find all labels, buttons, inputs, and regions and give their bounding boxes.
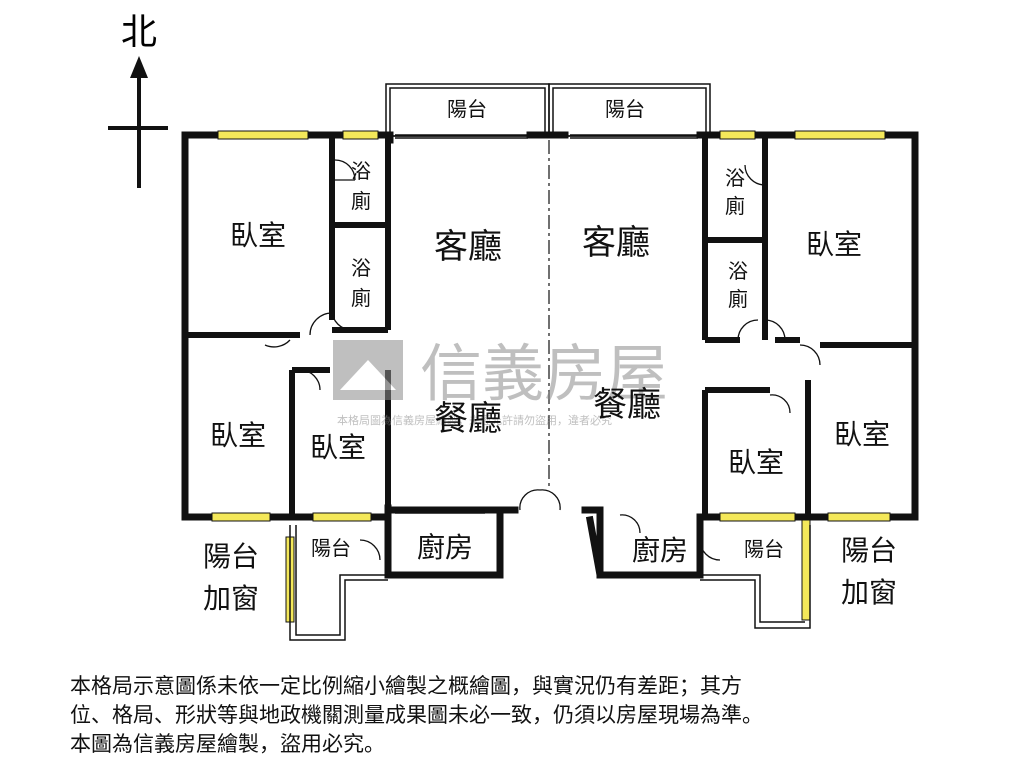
door-swings <box>264 159 821 561</box>
disclaimer-line-3: 本圖為信義房屋繪製，盜用必究。 <box>70 732 385 756</box>
balcony-window-left-line1: 陽台 <box>203 540 259 573</box>
bedroom-1-label: 臥室 <box>230 219 286 252</box>
north-arrow-icon <box>130 56 148 78</box>
bath-1-label-a: 浴 <box>351 159 371 183</box>
bedroom-6-label: 臥室 <box>728 446 784 479</box>
bath-2-label-a: 浴 <box>351 256 371 280</box>
bath-3-label-a: 浴 <box>725 166 745 190</box>
dining-right-label: 餐廳 <box>593 385 661 425</box>
balcony-top-left-label: 陽台 <box>447 97 487 121</box>
bedroom-5-label: 臥室 <box>834 418 890 451</box>
balcony-top-right-label: 陽台 <box>605 97 645 121</box>
bottom-balconies <box>289 525 811 641</box>
bedroom-3-label: 臥室 <box>310 431 366 464</box>
dining-left-label: 餐廳 <box>434 399 502 439</box>
bath-2-label-b: 廁 <box>351 286 371 310</box>
balcony-sliding-doors <box>395 134 698 514</box>
balcony-window-right-line1: 陽台 <box>841 534 897 567</box>
floor-plan: 北 <box>108 12 919 641</box>
bath-1-label-b: 廁 <box>351 189 371 213</box>
north-label: 北 <box>121 12 157 53</box>
disclaimer: 本格局示意圖係未依一定比例縮小繪製之概繪圖，與實況仍有差距；其方 位、格局、形狀… <box>70 672 970 759</box>
balcony-bottom-left-label: 陽台 <box>311 536 351 560</box>
living-left-label: 客廳 <box>434 227 502 267</box>
north-compass: 北 <box>108 12 168 188</box>
interior-walls <box>185 138 915 517</box>
balcony-window-left-line2: 加窗 <box>203 582 259 615</box>
watermark: 信義房屋 本格局圖為信義房屋繪製，未經允許請勿盜用，違者必究 <box>333 337 668 427</box>
top-balconies <box>385 83 711 137</box>
living-right-label: 客廳 <box>582 223 650 263</box>
watermark-note: 本格局圖為信義房屋繪製，未經允許請勿盜用，違者必究 <box>337 413 612 427</box>
disclaimer-line-2: 位、格局、形狀等與地政機關測量成果圖未必一致，仍須以房屋現場為準。 <box>70 703 763 727</box>
bedroom-4-label: 臥室 <box>806 228 862 261</box>
kitchen-left-label: 廚房 <box>417 531 473 564</box>
balcony-window-right-line2: 加窗 <box>841 576 897 609</box>
disclaimer-line-1: 本格局示意圖係未依一定比例縮小繪製之概繪圖，與實況仍有差距；其方 <box>70 674 742 698</box>
bath-4-label-b: 廁 <box>728 287 748 311</box>
bath-4-label-a: 浴 <box>728 259 748 283</box>
bath-3-label-b: 廁 <box>725 194 745 218</box>
room-labels: 陽台 陽台 客廳 客廳 餐廳 餐廳 浴 廁 浴 廁 浴 廁 浴 廁 臥室 臥室 … <box>203 97 897 615</box>
watermark-brand: 信義房屋 <box>420 337 668 410</box>
bedroom-2-label: 臥室 <box>210 419 266 452</box>
kitchen-right-label: 廚房 <box>632 534 688 567</box>
balcony-bottom-right-label: 陽台 <box>744 537 784 561</box>
